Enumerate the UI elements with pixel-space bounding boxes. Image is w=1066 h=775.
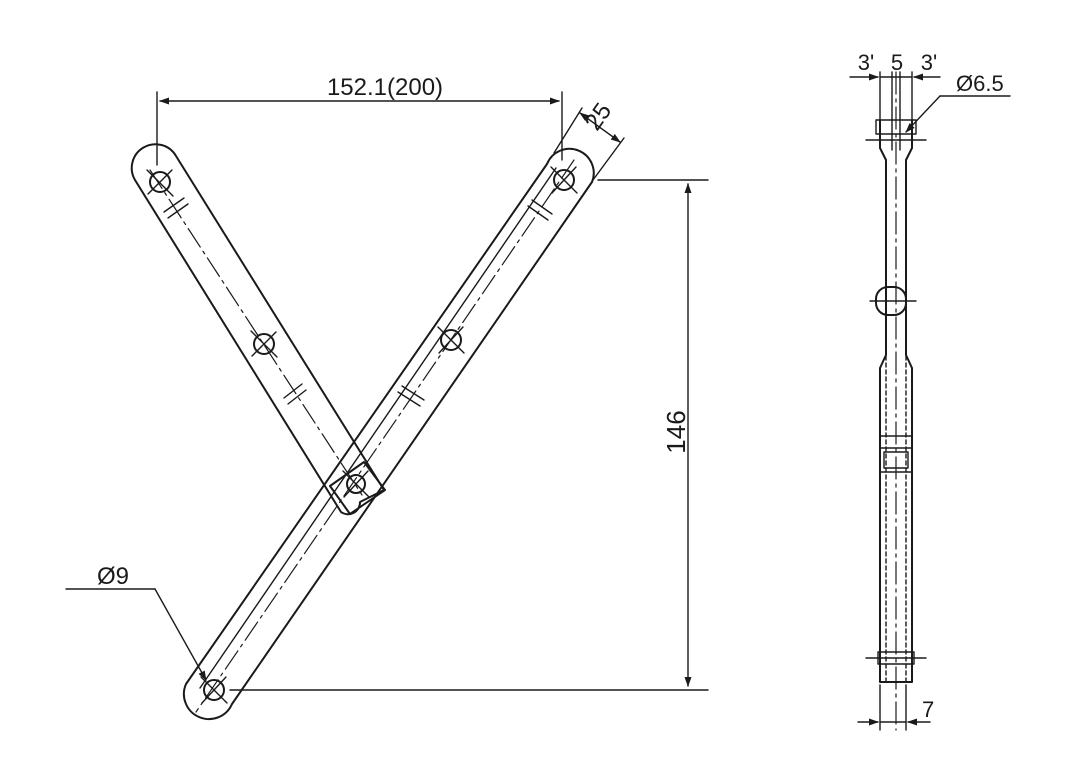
- fork-left-label: 3': [858, 50, 874, 75]
- short-arm-hole-end: [146, 169, 174, 197]
- short-arm: [130, 143, 385, 516]
- fork-right-label: 3': [921, 50, 937, 75]
- long-arm-hole-bottom: [200, 676, 228, 704]
- front-view: 152.1(200) 25 146 Ø9: [65, 74, 709, 721]
- short-arm-centerline: [149, 169, 363, 496]
- width-dimension-label: 25: [580, 98, 617, 135]
- fork-hole-callout-label: Ø6.5: [956, 71, 1004, 96]
- thickness-dimension-label: 7: [922, 697, 934, 722]
- thickness-dimension: 7: [857, 684, 934, 731]
- short-arm-break-marks: [163, 197, 307, 405]
- hole-callout-label: Ø9: [97, 563, 129, 590]
- fork-dimension: 3' 5 3': [849, 50, 941, 121]
- fork-hole-callout: Ø6.5: [905, 71, 1011, 133]
- span-dimension-label: 152.1(200): [327, 74, 443, 101]
- side-view: 3' 5 3' Ø6.5 7: [849, 50, 1011, 731]
- fork-middle-label: 5: [891, 50, 903, 75]
- long-arm-break-marks: [397, 199, 553, 407]
- long-arm-hole-top: [550, 166, 578, 194]
- side-boss: [869, 286, 917, 316]
- long-arm-hole-middle: [437, 326, 465, 354]
- long-arm: [182, 147, 595, 721]
- long-arm-inner-line: [199, 167, 557, 689]
- side-hinge-block: [879, 435, 913, 473]
- hole-callout: Ø9: [65, 563, 207, 681]
- long-arm-centerline: [195, 159, 575, 713]
- side-bottom-end: [865, 651, 927, 665]
- pivot-joint: [329, 461, 386, 515]
- width-dimension: 25: [553, 98, 625, 181]
- span-dimension: 152.1(200): [156, 74, 563, 166]
- short-arm-hole-middle: [250, 330, 278, 358]
- height-dimension-label: 146: [661, 410, 691, 453]
- long-arm-outline: [182, 147, 595, 721]
- height-dimension: 146: [229, 179, 709, 691]
